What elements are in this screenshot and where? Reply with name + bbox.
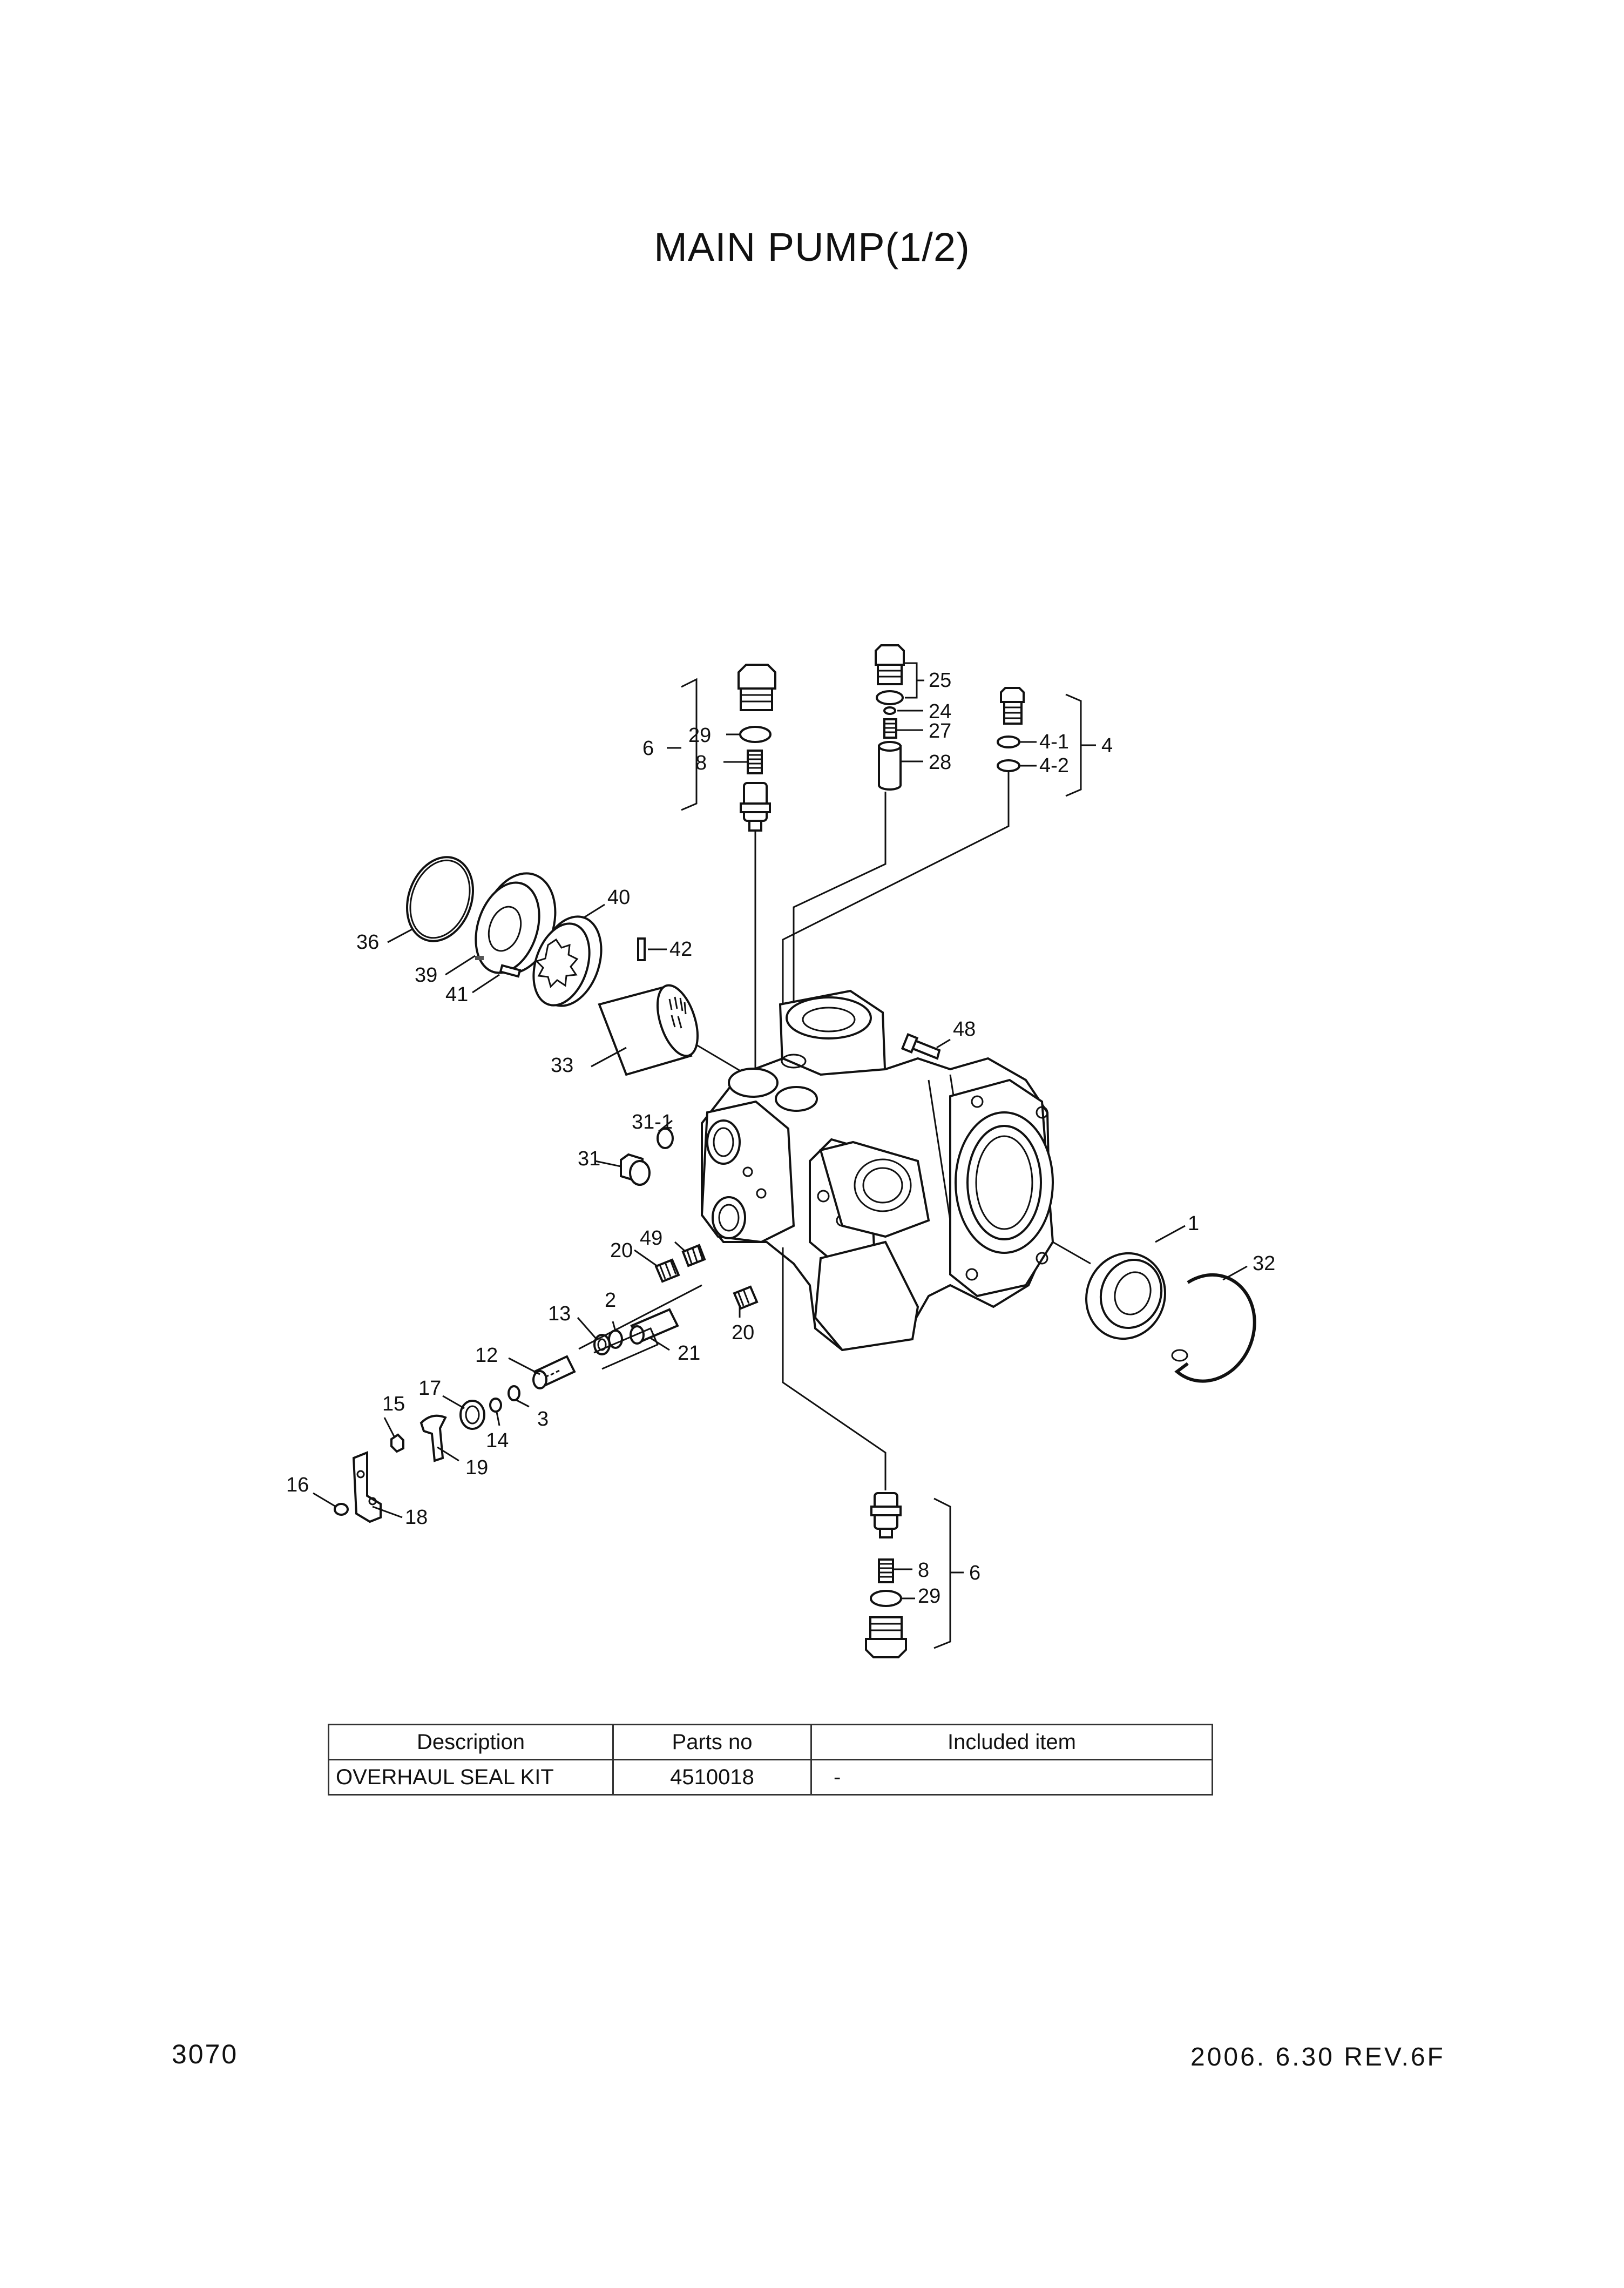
callout-16: 16 [286, 1474, 309, 1496]
callout-6-bottom: 6 [969, 1562, 980, 1584]
callout-24: 24 [929, 700, 951, 723]
callout-40: 40 [607, 886, 630, 909]
table-row: OVERHAUL SEAL KIT 4510018 - [328, 1759, 1213, 1796]
callout-39: 39 [415, 964, 437, 987]
callout-2: 2 [605, 1289, 616, 1312]
seals-and-plugs [634, 1225, 1256, 1383]
header-description: Description [328, 1724, 614, 1760]
callout-19: 19 [465, 1456, 488, 1479]
callout-8-top: 8 [695, 752, 707, 774]
callout-6-top: 6 [642, 737, 654, 760]
callout-15: 15 [382, 1393, 405, 1415]
callout-4-2: 4-2 [1039, 754, 1069, 777]
parts-table: Description Parts no Included item OVERH… [328, 1724, 1213, 1796]
revision-date: 2006. 6.30 REV.6F [1190, 2043, 1445, 2071]
header-included-item: Included item [810, 1724, 1213, 1760]
callout-20-left: 20 [610, 1239, 633, 1262]
page-title: MAIN PUMP(1/2) [654, 225, 970, 269]
callout-3: 3 [537, 1408, 549, 1430]
check-valve-group-4 [782, 687, 1096, 1056]
callout-33: 33 [551, 1054, 573, 1077]
callout-labels: 25 24 27 28 29 8 6 4-1 4-2 4 40 36 39 41… [286, 669, 1275, 1608]
callout-21: 21 [678, 1342, 700, 1365]
relief-valve-bottom-group [782, 1247, 964, 1658]
gear-plate-assembly [387, 856, 756, 1081]
relief-valve-top-group [667, 664, 776, 1072]
plug-31 [594, 1119, 674, 1186]
callout-29-top: 29 [688, 724, 711, 747]
callout-28: 28 [929, 751, 951, 774]
callout-1: 1 [1188, 1212, 1199, 1235]
callout-48: 48 [953, 1018, 976, 1041]
callout-42: 42 [669, 938, 692, 961]
callout-29-bottom: 29 [918, 1585, 940, 1608]
callout-14: 14 [486, 1429, 509, 1452]
callout-27: 27 [929, 720, 951, 743]
callout-49: 49 [640, 1227, 662, 1250]
regulator-parts [313, 1284, 702, 1523]
cell-description: OVERHAUL SEAL KIT [328, 1759, 614, 1796]
pump-housing-body [700, 989, 1054, 1352]
callout-4-1: 4-1 [1039, 731, 1069, 753]
callout-8-bottom: 8 [918, 1559, 929, 1582]
callout-36: 36 [356, 931, 379, 954]
cell-parts-no: 4510018 [612, 1759, 812, 1796]
callout-17: 17 [418, 1377, 441, 1400]
page-number: 3070 [172, 2039, 239, 2069]
callout-32: 32 [1253, 1252, 1275, 1275]
callout-25: 25 [929, 669, 951, 692]
callout-13: 13 [548, 1302, 571, 1325]
header-parts-no: Parts no [612, 1724, 812, 1760]
cell-included: - [810, 1759, 1213, 1796]
table-header-row: Description Parts no Included item [328, 1724, 1213, 1760]
callout-18: 18 [405, 1506, 428, 1529]
callout-31-1: 31-1 [632, 1111, 673, 1133]
callout-41: 41 [445, 983, 468, 1006]
callout-20-right: 20 [732, 1321, 754, 1344]
callout-4: 4 [1101, 734, 1113, 757]
callout-12: 12 [475, 1344, 498, 1367]
callout-31: 31 [578, 1148, 600, 1170]
valve-group-25-28 [793, 644, 924, 1072]
